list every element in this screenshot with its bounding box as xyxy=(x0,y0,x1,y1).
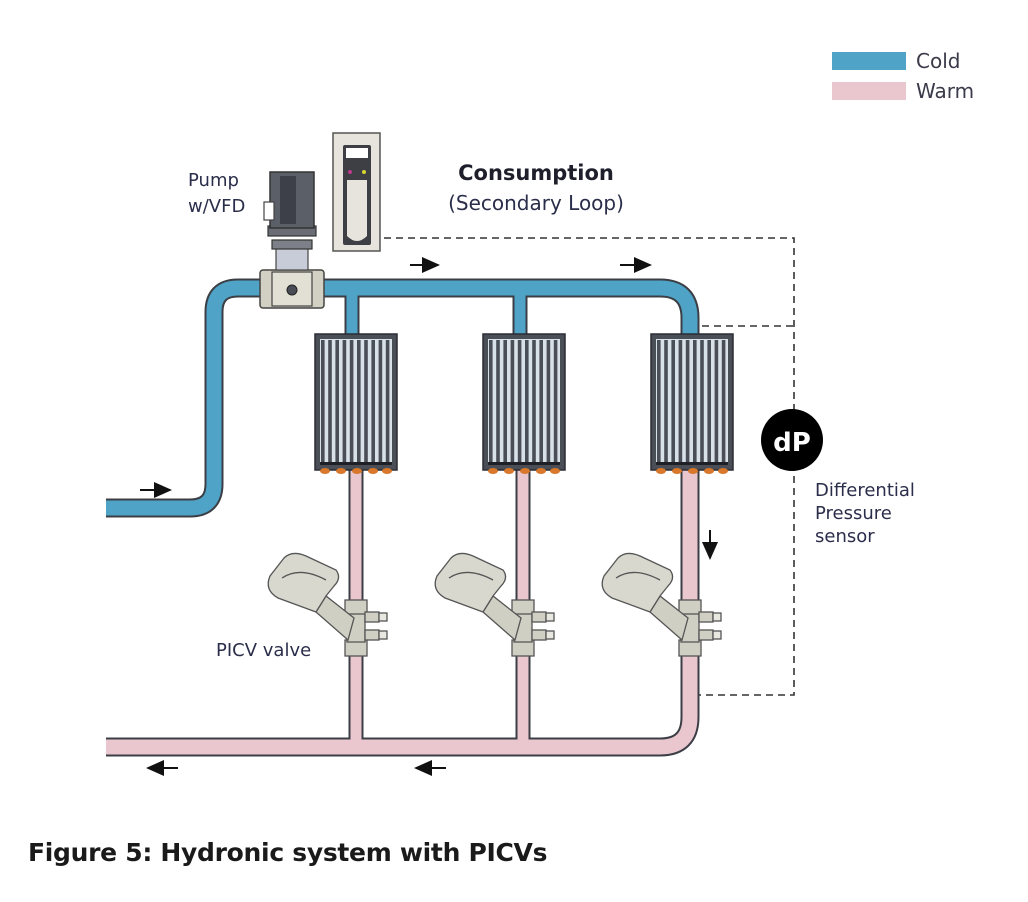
figure-title: Hydronic system with PICVs xyxy=(152,838,548,867)
legend: Cold Warm xyxy=(832,46,974,106)
vfd-controller-icon xyxy=(332,132,381,252)
terminal-unit-coil xyxy=(650,333,734,474)
sensor-label-line3: sensor xyxy=(815,526,875,547)
pump-label-line1: Pump xyxy=(188,170,239,191)
figure-number: Figure 5: xyxy=(28,838,153,867)
valve-label: PICV valve xyxy=(216,640,311,661)
consumption-subtitle: (Secondary Loop) xyxy=(448,191,624,215)
picv-valve-icon xyxy=(267,552,388,657)
terminal-unit-coil xyxy=(482,333,566,474)
legend-swatch-cold xyxy=(832,52,906,70)
legend-swatch-warm xyxy=(832,82,906,100)
legend-item-warm: Warm xyxy=(832,76,974,106)
terminal-unit-coil xyxy=(314,333,398,474)
flow-arrows xyxy=(140,257,718,776)
pump-icon xyxy=(259,171,325,309)
cold-supply-pipe xyxy=(106,278,700,518)
legend-label-cold: Cold xyxy=(916,49,961,73)
consumption-title: Consumption xyxy=(458,161,614,185)
picv-valve-icon xyxy=(601,552,722,657)
dp-symbol: dP xyxy=(773,428,811,458)
figure-caption: Figure 5: Hydronic system with PICVs xyxy=(28,838,547,867)
pump-label-line2: w/VFD xyxy=(188,196,245,217)
legend-label-warm: Warm xyxy=(916,79,975,103)
legend-item-cold: Cold xyxy=(832,46,974,76)
sensor-label-line2: Pressure xyxy=(815,503,892,524)
picv-valve-icon xyxy=(434,552,555,657)
sensor-label-line1: Differential xyxy=(815,480,915,501)
differential-pressure-sensor: dP xyxy=(761,409,823,471)
